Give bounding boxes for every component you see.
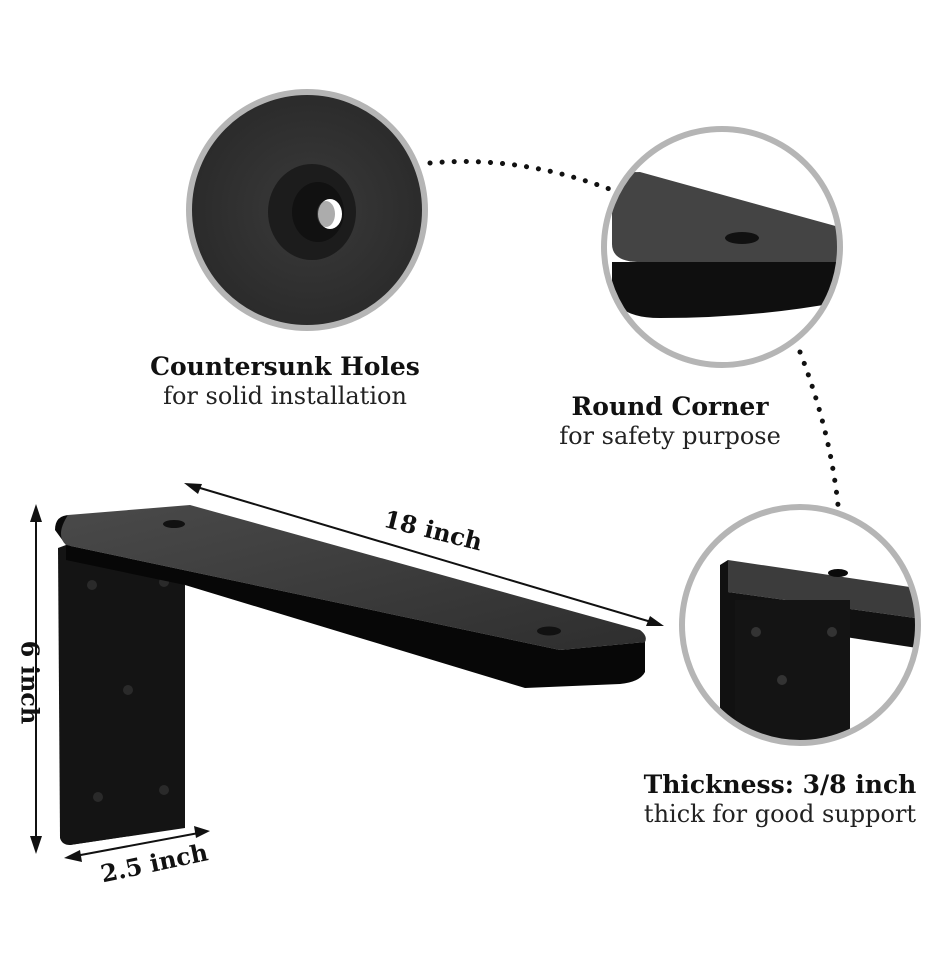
round-corner-detail	[601, 126, 843, 368]
round-corner-title: Round Corner	[571, 392, 769, 421]
detail-ring	[679, 504, 921, 746]
thickness-subtitle: thick for good support	[643, 800, 917, 828]
countersunk-subtitle: for solid installation	[163, 382, 407, 410]
detail-ring	[186, 89, 428, 331]
round-corner-subtitle: for safety purpose	[559, 422, 781, 450]
height-label: 6 inch	[15, 640, 45, 725]
detail-ring	[601, 126, 843, 368]
countersunk-caption: Countersunk Holes for solid installation	[120, 352, 450, 411]
l-bracket	[55, 505, 646, 845]
thickness-detail	[679, 504, 921, 746]
width-arrow	[69, 831, 205, 858]
countersunk-title: Countersunk Holes	[150, 352, 420, 381]
thickness-title: Thickness: 3/8 inch	[643, 770, 917, 799]
dimension-arrows	[30, 483, 664, 862]
length-arrow	[189, 484, 659, 625]
round-corner-caption: Round Corner for safety purpose	[520, 392, 820, 451]
countersunk-hole-detail	[186, 89, 428, 331]
thickness-caption: Thickness: 3/8 inch thick for good suppo…	[625, 770, 930, 829]
